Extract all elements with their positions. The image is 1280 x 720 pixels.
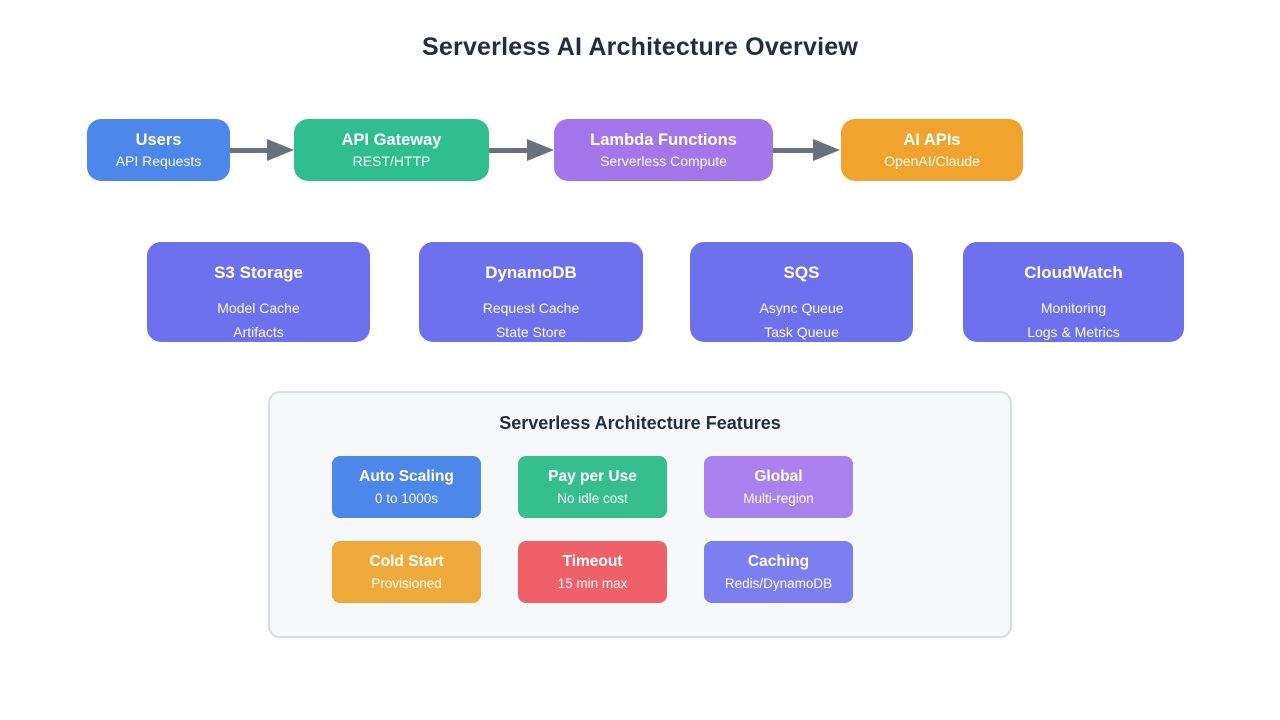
arrow-head-icon <box>267 139 294 161</box>
service-box-sqs: SQS Async Queue Task Queue <box>690 242 913 342</box>
feature-title: Global <box>754 468 803 485</box>
flow-node-lambda: Lambda Functions Serverless Compute <box>554 119 773 181</box>
feature-title: Auto Scaling <box>359 468 454 485</box>
flow-node-title: Lambda Functions <box>590 131 737 149</box>
service-line: Artifacts <box>233 324 284 340</box>
feature-card-pay-per-use: Pay per Use No idle cost <box>518 456 667 518</box>
features-panel: Serverless Architecture Features Auto Sc… <box>268 391 1012 638</box>
features-panel-title: Serverless Architecture Features <box>499 413 781 433</box>
arrow-head-icon <box>527 139 554 161</box>
service-line: Model Cache <box>217 300 300 316</box>
arrow-lambda-to-ai-apis <box>773 139 840 161</box>
arrow-users-to-gateway <box>230 139 294 161</box>
page-title: Serverless AI Architecture Overview <box>422 33 858 61</box>
arrow-shaft <box>230 147 267 153</box>
service-title: S3 Storage <box>214 263 303 282</box>
flow-node-subtitle: REST/HTTP <box>352 153 431 169</box>
service-box-cloudwatch: CloudWatch Monitoring Logs & Metrics <box>963 242 1184 342</box>
service-line: State Store <box>495 324 567 340</box>
feature-subtitle: Multi-region <box>743 491 814 506</box>
feature-card-global: Global Multi-region <box>704 456 853 518</box>
arrow-head-icon <box>813 139 840 161</box>
flow-node-title: API Gateway <box>341 131 442 149</box>
feature-subtitle: 0 to 1000s <box>374 491 439 506</box>
feature-subtitle: Provisioned <box>371 576 442 591</box>
feature-title: Caching <box>747 553 810 570</box>
arrow-shaft <box>773 147 813 153</box>
feature-card-timeout: Timeout 15 min max <box>518 541 667 603</box>
feature-subtitle: 15 min max <box>557 576 628 591</box>
flow-node-users: Users API Requests <box>87 119 230 181</box>
flow-node-ai-apis: AI APIs OpenAI/Claude <box>841 119 1023 181</box>
arrow-shaft <box>489 147 527 153</box>
feature-card-auto-scaling: Auto Scaling 0 to 1000s <box>332 456 481 518</box>
service-title: SQS <box>783 263 820 282</box>
service-line: Logs & Metrics <box>1027 324 1120 340</box>
service-title: CloudWatch <box>1024 263 1123 282</box>
flow-node-subtitle: OpenAI/Claude <box>884 153 980 169</box>
feature-subtitle: No idle cost <box>557 491 628 506</box>
flow-node-title: Users <box>135 131 182 149</box>
feature-card-caching: Caching Redis/DynamoDB <box>704 541 853 603</box>
flow-node-title: AI APIs <box>903 131 961 149</box>
service-line: Monitoring <box>1040 300 1107 316</box>
feature-title: Pay per Use <box>548 468 637 485</box>
feature-card-cold-start: Cold Start Provisioned <box>332 541 481 603</box>
service-box-s3: S3 Storage Model Cache Artifacts <box>147 242 370 342</box>
flow-node-subtitle: API Requests <box>115 153 202 169</box>
arrow-gateway-to-lambda <box>489 139 554 161</box>
service-title: DynamoDB <box>485 263 577 282</box>
service-line: Async Queue <box>759 300 844 316</box>
service-line: Task Queue <box>764 324 839 340</box>
feature-title: Timeout <box>562 553 623 570</box>
service-box-dynamodb: DynamoDB Request Cache State Store <box>419 242 643 342</box>
flow-node-api-gateway: API Gateway REST/HTTP <box>294 119 489 181</box>
flow-node-subtitle: Serverless Compute <box>600 153 727 169</box>
service-line: Request Cache <box>482 300 580 316</box>
feature-subtitle: Redis/DynamoDB <box>724 576 833 591</box>
feature-title: Cold Start <box>369 553 444 570</box>
